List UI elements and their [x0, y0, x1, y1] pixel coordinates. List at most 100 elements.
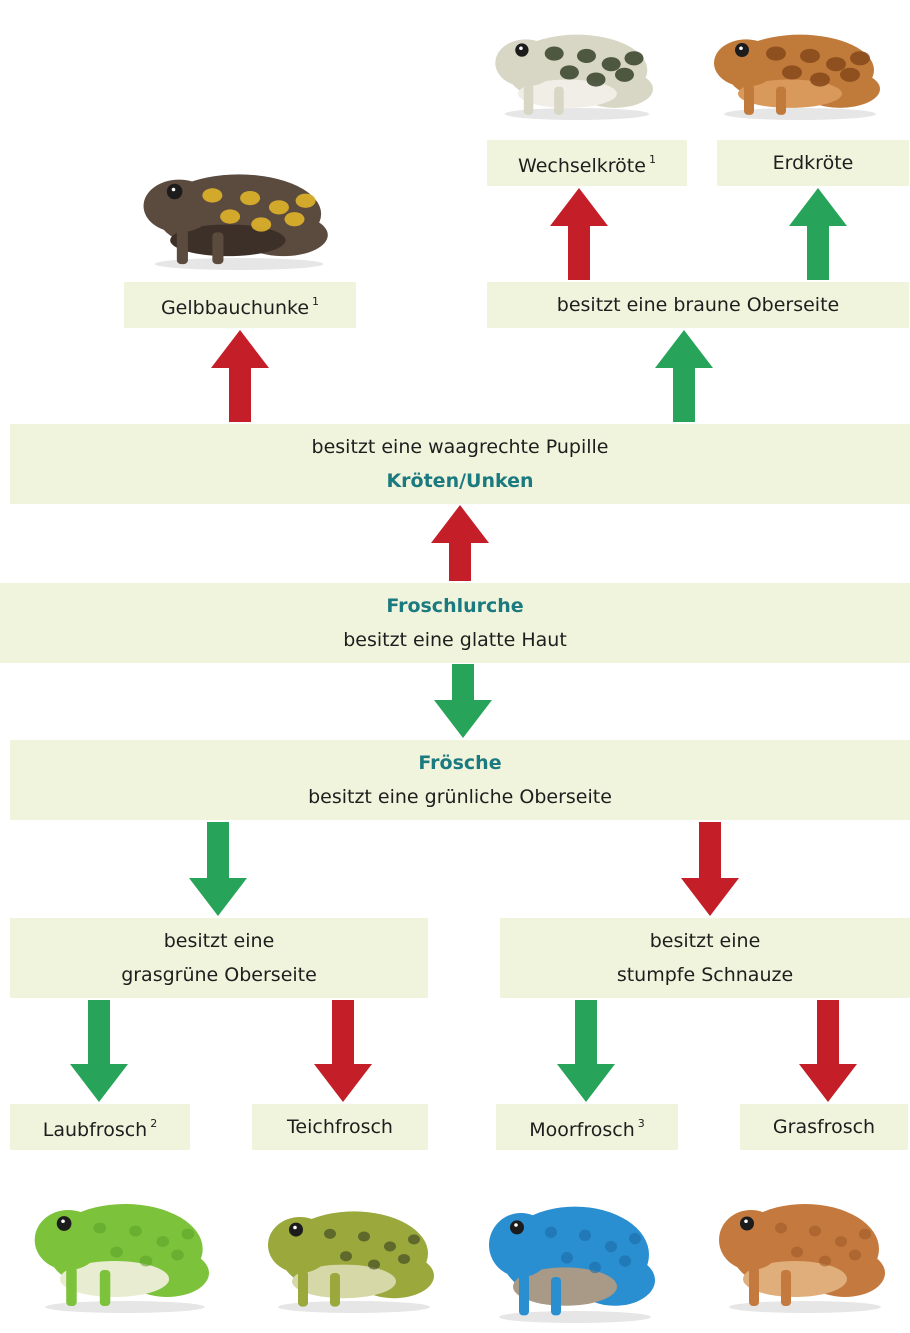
- teichfrosch-photo: [268, 1211, 434, 1313]
- node-braune-oberseite: besitzt eine braune Oberseite: [487, 282, 909, 328]
- erdkroete-spot: [840, 67, 860, 82]
- moorfrosch-label: Moorfrosch: [529, 1119, 635, 1141]
- arrow-up-to-braune-oberseite: [655, 330, 713, 422]
- teichfrosch-spot: [340, 1251, 352, 1262]
- wechselkroete-front-leg-2: [554, 86, 564, 115]
- laubfrosch-shadow: [45, 1301, 205, 1313]
- wechselkroete-spot: [577, 48, 596, 63]
- gelbbauchunke-label: Gelbbauchunke: [160, 297, 310, 319]
- arrow-up-to-gelbbauchunke: [211, 330, 269, 422]
- arrow-up-to-erdkroete: [789, 188, 847, 280]
- stumpfe-line2: stumpfe Schnauze: [616, 964, 794, 986]
- node-froesche: Frösche besitzt eine grünliche Oberseite: [10, 740, 910, 820]
- erdkroete-eye-highlight: [739, 46, 743, 51]
- gelbbauchunke-spot: [251, 217, 272, 232]
- braune-oberseite-label: besitzt eine braune Oberseite: [556, 294, 840, 316]
- laubfrosch-photo: [34, 1204, 209, 1313]
- grasfrosch-spot: [849, 1249, 861, 1261]
- teichfrosch-spot: [324, 1228, 336, 1239]
- arrow-down-to-grasgruene: [189, 822, 247, 916]
- laubfrosch-belly: [59, 1261, 170, 1297]
- laubfrosch-spot: [181, 1228, 195, 1240]
- froesche-heading: Frösche: [418, 752, 502, 774]
- laubfrosch-front-leg: [66, 1267, 77, 1306]
- stumpfe-line1: besitzt eine: [649, 930, 761, 952]
- moorfrosch-spot: [561, 1252, 573, 1264]
- moorfrosch-spot: [579, 1229, 591, 1242]
- laubfrosch-head: [34, 1210, 102, 1270]
- erdkroete-photo: [714, 34, 880, 120]
- grasfrosch-belly: [743, 1261, 847, 1297]
- node-grasfrosch: Grasfrosch: [740, 1104, 908, 1150]
- arrow-up-to-wechselkroete: [550, 188, 608, 280]
- node-teichfrosch: Teichfrosch: [252, 1104, 428, 1150]
- wechselkroete-front-leg: [523, 84, 534, 115]
- laubfrosch-eye-highlight: [61, 1219, 65, 1224]
- moorfrosch-spot: [605, 1240, 617, 1253]
- moorfrosch-footnote: 3: [637, 1117, 645, 1130]
- erdkroete-front-leg: [744, 84, 754, 115]
- gelbbauchunke-photo: [143, 174, 328, 270]
- moorfrosch-spot: [619, 1255, 631, 1267]
- moorfrosch-spot: [629, 1232, 641, 1245]
- grasfrosch-eye: [740, 1216, 754, 1231]
- moorfrosch-front-leg: [519, 1273, 529, 1316]
- teichfrosch-front-leg-2: [330, 1273, 340, 1307]
- grasfrosch-photo: [719, 1204, 885, 1313]
- erdkroete-eye: [735, 43, 749, 58]
- teichfrosch-spot: [384, 1241, 396, 1252]
- teichfrosch-eye: [289, 1222, 303, 1237]
- moorfrosch-front-leg-2: [551, 1277, 561, 1316]
- grasfrosch-spot: [859, 1228, 871, 1240]
- grasgruene-line2: grasgrüne Oberseite: [121, 964, 317, 986]
- froschlurche-heading: Froschlurche: [386, 595, 524, 617]
- laubfrosch-spot: [171, 1249, 184, 1261]
- kroeten-unken-heading: Kröten/Unken: [386, 470, 534, 492]
- waagrechte-pupille-label: besitzt eine waagrechte Pupille: [311, 436, 609, 458]
- moorfrosch-spot: [589, 1261, 601, 1274]
- erdkroete-head: [714, 39, 778, 87]
- wechselkroete-label: Wechselkröte: [518, 155, 646, 177]
- gruenliche-oberseite-label: besitzt eine grünliche Oberseite: [308, 786, 612, 808]
- arrow-down-to-laubfrosch: [70, 1000, 128, 1102]
- wechselkroete-eye: [515, 43, 529, 57]
- erdkroete-spot: [850, 51, 870, 66]
- grasfrosch-spot: [809, 1225, 821, 1237]
- glatte-haut-label: besitzt eine glatte Haut: [343, 629, 567, 651]
- erdkroete-spot: [800, 48, 820, 63]
- grasfrosch-spot: [819, 1255, 831, 1267]
- teichfrosch-spot: [358, 1231, 370, 1242]
- laubfrosch-front-leg-2: [99, 1270, 111, 1306]
- teichfrosch-shadow: [278, 1301, 430, 1313]
- wechselkroete-spot: [624, 51, 644, 66]
- moorfrosch-shadow: [499, 1311, 651, 1323]
- grasfrosch-spot: [775, 1222, 787, 1234]
- moorfrosch-photo: [489, 1206, 655, 1323]
- laubfrosch-spot: [110, 1246, 123, 1258]
- wechselkroete-footnote: 1: [648, 153, 656, 166]
- erdkroete-belly: [738, 79, 842, 108]
- wechselkroete-photo: [495, 34, 653, 120]
- gelbbauchunke-spot: [202, 188, 223, 203]
- wechselkroete-spot: [615, 67, 634, 82]
- wechselkroete-spot: [586, 72, 606, 87]
- gelbbauchunke-head: [143, 179, 215, 233]
- erdkroete-label: Erdkröte: [772, 152, 854, 174]
- teichfrosch-belly: [292, 1264, 396, 1299]
- gelbbauchunke-eye-highlight: [171, 187, 176, 192]
- laubfrosch-label: Laubfrosch: [42, 1119, 148, 1141]
- node-stumpfe-schnauze: besitzt eine stumpfe Schnauze: [500, 918, 910, 998]
- moorfrosch-belly: [513, 1267, 617, 1306]
- grasfrosch-head: [719, 1210, 783, 1270]
- wechselkroete-spot: [601, 57, 621, 72]
- grasfrosch-front-leg: [749, 1267, 759, 1306]
- node-froschlurche: Froschlurche besitzt eine glatte Haut: [0, 583, 910, 663]
- arrow-down-to-froesche: [434, 664, 492, 738]
- laubfrosch-footnote: 2: [150, 1117, 158, 1130]
- grasfrosch-label: Grasfrosch: [772, 1116, 876, 1138]
- gelbbauchunke-eye: [166, 183, 183, 200]
- wechselkroete-head: [495, 39, 557, 87]
- arrow-down-to-stumpfe: [681, 822, 739, 916]
- arrow-up-to-kroeten-unken: [431, 505, 489, 581]
